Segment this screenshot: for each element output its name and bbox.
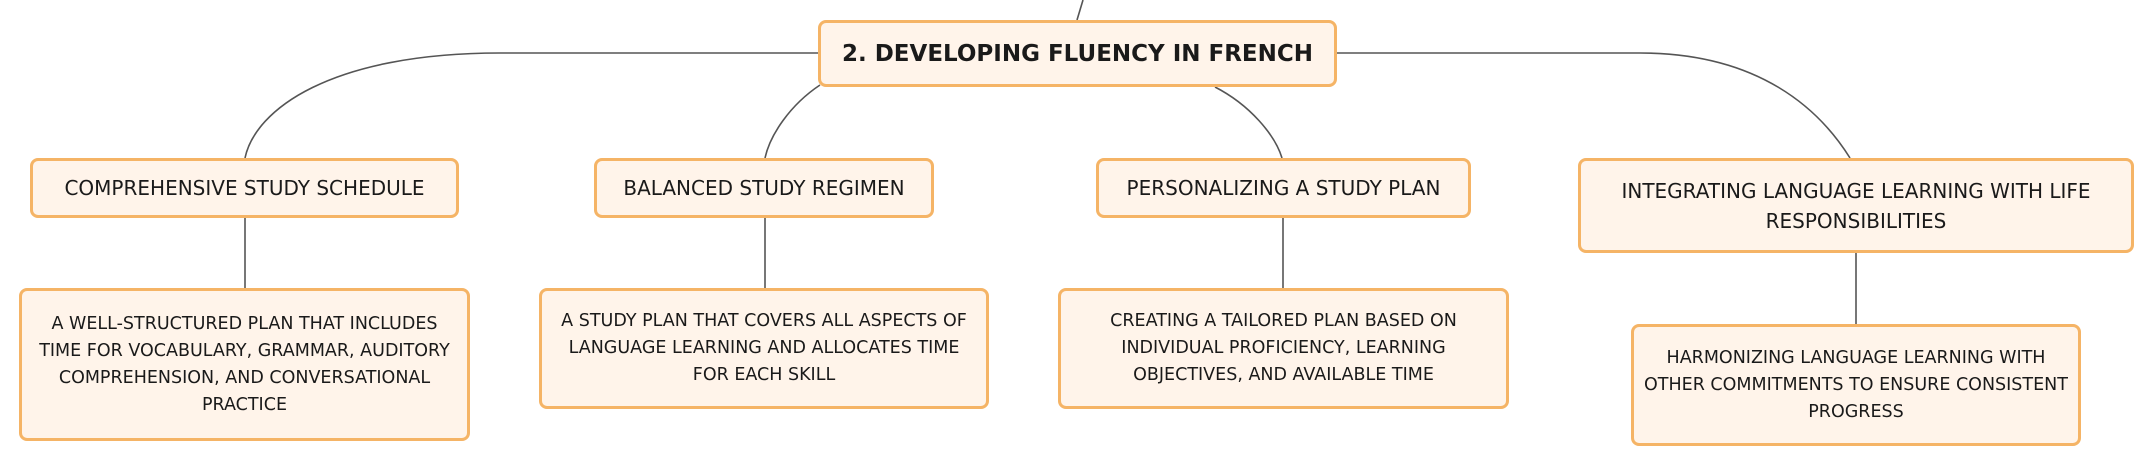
branch-node-comprehensive-study-schedule[interactable]: COMPREHENSIVE STUDY SCHEDULE [30, 158, 459, 218]
connector-root-to-branch-2 [764, 84, 821, 159]
connector-root-to-branch-4 [1335, 52, 1851, 159]
root-node-label: 2. DEVELOPING FLUENCY IN FRENCH [841, 40, 1314, 67]
detail-node-personalizing-a-study-plan[interactable]: CREATING A TAILORED PLAN BASED ON INDIVI… [1058, 288, 1509, 409]
detail-node-integrating-language-learning[interactable]: HARMONIZING LANGUAGE LEARNING WITH OTHER… [1631, 324, 2081, 446]
branch-node-label: PERSONALIZING A STUDY PLAN [1126, 176, 1441, 200]
connector-root-to-branch-3 [1214, 86, 1283, 159]
detail-node-balanced-study-regimen[interactable]: A STUDY PLAN THAT COVERS ALL ASPECTS OF … [539, 288, 989, 409]
branch-node-label: COMPREHENSIVE STUDY SCHEDULE [64, 176, 425, 200]
branch-node-label: INTEGRATING LANGUAGE LEARNING WITH LIFE … [1621, 178, 2091, 233]
branch-node-balanced-study-regimen[interactable]: BALANCED STUDY REGIMEN [594, 158, 934, 218]
branch-node-personalizing-a-study-plan[interactable]: PERSONALIZING A STUDY PLAN [1096, 158, 1471, 218]
branch-node-label: BALANCED STUDY REGIMEN [623, 176, 905, 200]
connector-root-to-branch-1 [244, 52, 818, 159]
connector-parent-to-root [1076, 0, 1084, 21]
detail-node-text: CREATING A TAILORED PLAN BASED ON INDIVI… [1110, 311, 1457, 385]
detail-node-text: A WELL-STRUCTURED PLAN THAT INCLUDES TIM… [39, 313, 450, 415]
detail-node-comprehensive-study-schedule[interactable]: A WELL-STRUCTURED PLAN THAT INCLUDES TIM… [19, 288, 470, 441]
root-node[interactable]: 2. DEVELOPING FLUENCY IN FRENCH [818, 20, 1337, 87]
detail-node-text: HARMONIZING LANGUAGE LEARNING WITH OTHER… [1644, 347, 2068, 422]
branch-node-integrating-language-learning[interactable]: INTEGRATING LANGUAGE LEARNING WITH LIFE … [1578, 158, 2134, 253]
detail-node-text: A STUDY PLAN THAT COVERS ALL ASPECTS OF … [561, 311, 967, 385]
